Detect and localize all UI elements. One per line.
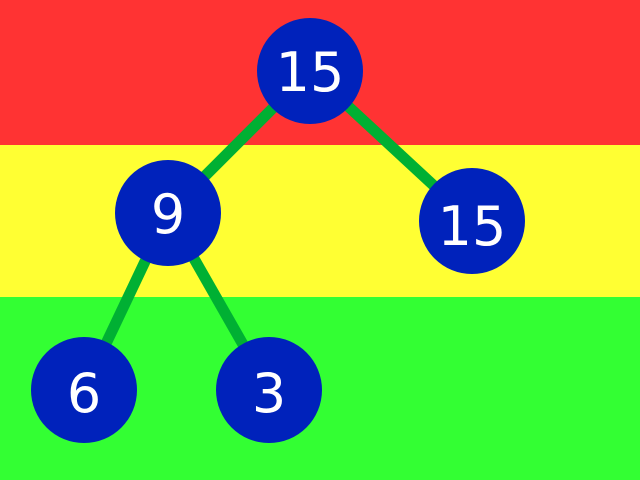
node-label: 15 [438, 195, 507, 258]
node-circle [115, 160, 221, 266]
node-label: 15 [276, 41, 345, 104]
node-circle [31, 337, 137, 443]
tree-node-left-right: 3 [216, 337, 322, 443]
tree-node-right: 15 [419, 168, 525, 274]
band-middle-yellow [0, 145, 640, 297]
node-label: 6 [67, 362, 101, 425]
node-circle [419, 168, 525, 274]
tree-node-left: 9 [115, 160, 221, 266]
node-circle [216, 337, 322, 443]
node-circle [257, 18, 363, 124]
node-label: 3 [252, 362, 286, 425]
node-label: 9 [151, 183, 185, 246]
tree-node-left-left: 6 [31, 337, 137, 443]
tree-node-root: 15 [257, 18, 363, 124]
